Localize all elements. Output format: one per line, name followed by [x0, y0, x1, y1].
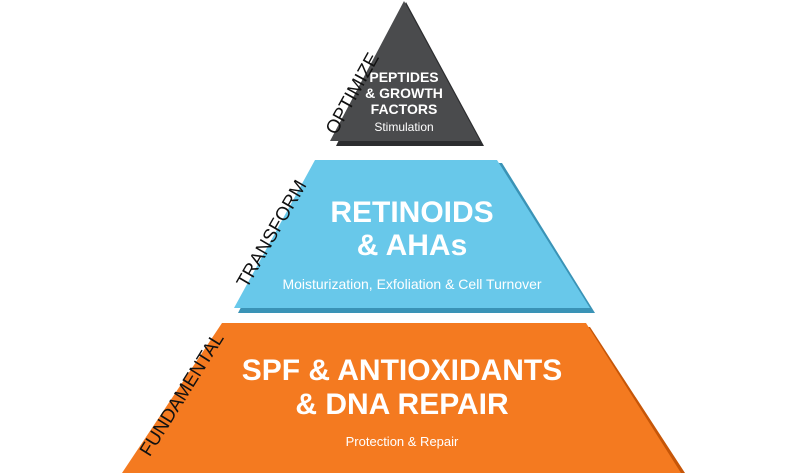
- top-tier-shape: [330, 1, 480, 141]
- top-tier-subtitle: Stimulation: [374, 120, 433, 134]
- top-tier-heading-line-1: PEPTIDES: [369, 69, 438, 85]
- top-tier-heading-line-2: & GROWTH: [365, 85, 443, 101]
- bottom-tier-subtitle: Protection & Repair: [346, 434, 459, 449]
- top-tier-heading-line-3: FACTORS: [371, 101, 438, 117]
- middle-tier-heading-line-1: RETINOIDS: [330, 196, 493, 229]
- middle-tier-shape: [234, 160, 590, 308]
- bottom-tier-heading-line-2: & DNA REPAIR: [295, 388, 509, 421]
- bottom-tier-shape: [122, 323, 681, 473]
- middle-tier-heading-line-2: & AHAs: [357, 229, 468, 262]
- middle-tier-subtitle: Moisturization, Exfoliation & Cell Turno…: [282, 276, 541, 292]
- bottom-tier-heading-line-1: SPF & ANTIOXIDANTS: [242, 354, 563, 387]
